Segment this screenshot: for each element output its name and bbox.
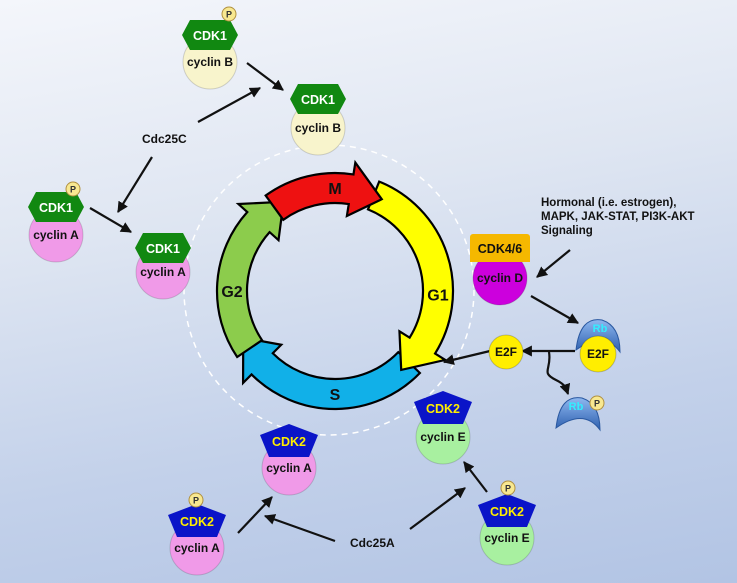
cyclin-label: cyclin E	[420, 430, 465, 444]
interaction-arrow	[530, 295, 579, 324]
kinase-shape	[260, 424, 318, 457]
complex-cdk4-6-cyclin-d: cyclin D CDK4/6	[470, 234, 530, 306]
phase-label-g1: G1	[427, 288, 448, 305]
signaling-line-1: Hormonal (i.e. estrogen),	[541, 197, 677, 209]
phase-label-g2: G2	[221, 284, 242, 301]
phosphate-label: P	[193, 496, 199, 506]
phosphate-label: P	[594, 399, 600, 409]
kinase-shape	[290, 84, 346, 114]
phase-arrow-g1	[366, 180, 455, 372]
kinase-label: CDK1	[146, 242, 180, 256]
kinase-label: CDK1	[39, 201, 73, 215]
phase-arrow-g2	[215, 200, 285, 359]
kinase-shape	[414, 391, 472, 424]
interaction-arrow	[246, 62, 284, 91]
e2f-bound-shape	[579, 335, 617, 373]
kinase-shape	[478, 494, 536, 527]
kinase-shape	[182, 20, 238, 50]
cyclin-label: cyclin A	[266, 461, 312, 475]
kinase-label: CDK1	[301, 93, 335, 107]
complex-cdk2-cyclin-a: cyclin A CDK2	[260, 424, 318, 496]
rb-label: Rb	[593, 323, 608, 335]
phase-label-m: M	[328, 181, 341, 198]
cyclin-label: cyclin D	[477, 271, 523, 285]
complex-cdk2-cyclin-a: cyclin A CDK2 P	[168, 492, 226, 576]
complex-cdk1-cyclin-b: cyclin B CDK1 P	[182, 6, 238, 90]
phosphate-label: P	[226, 10, 232, 20]
rb-phosphorylated-label: Rb	[569, 401, 584, 413]
phosphate-icon	[589, 395, 605, 411]
signaling-line-2: MAPK, JAK-STAT, PI3K-AKT	[541, 211, 695, 223]
interaction-arrow	[463, 461, 488, 493]
interaction-arrow	[442, 349, 491, 366]
interaction-arrow	[536, 249, 571, 278]
kinase-label: CDK1	[193, 29, 227, 43]
kinase-label: CDK2	[490, 505, 524, 519]
cyclin-label: cyclin A	[33, 228, 79, 242]
phosphate-icon	[221, 6, 237, 22]
complex-cdk1-cyclin-a: cyclin A CDK1 P	[28, 181, 84, 263]
cyclin-label: cyclin A	[140, 265, 186, 279]
signaling-line-3: Signaling	[541, 225, 593, 237]
complex-cdk2-cyclin-e: cyclin E CDK2 P	[478, 480, 536, 566]
kinase-label: CDK2	[180, 515, 214, 529]
kinase-shape	[168, 504, 226, 537]
phosphate-label: P	[505, 484, 511, 494]
phase-arrow-m	[264, 159, 384, 222]
cdc25a-label: Cdc25A	[350, 536, 395, 550]
kinase-shape	[135, 233, 191, 263]
kinase-label: CDK4/6	[478, 242, 523, 256]
kinase-shape	[28, 192, 84, 222]
kinase-label: CDK2	[426, 402, 460, 416]
e2f-bound-label: E2F	[587, 347, 609, 361]
interaction-arrow	[237, 496, 273, 534]
phosphate-label: P	[70, 185, 76, 195]
complex-cdk1-cyclin-b: cyclin B CDK1	[290, 84, 346, 156]
interaction-arrow	[263, 514, 336, 543]
e2f-free-shape	[488, 334, 524, 370]
phosphate-icon	[188, 492, 204, 508]
signaling-label: Hormonal (i.e. estrogen), MAPK, JAK-STAT…	[541, 196, 695, 238]
e2f-free-label: E2F	[495, 345, 517, 359]
complex-cdk2-cyclin-e: cyclin E CDK2	[414, 391, 472, 465]
cyclin-label: cyclin B	[295, 121, 341, 135]
phosphate-icon	[65, 181, 81, 197]
interaction-arrow	[409, 487, 466, 530]
phase-label-s: S	[330, 387, 341, 404]
phosphate-icon	[500, 480, 516, 496]
interaction-arrow	[117, 156, 153, 213]
cyclin-label: cyclin B	[187, 55, 233, 69]
kinase-label: CDK2	[272, 435, 306, 449]
interaction-arrow	[89, 207, 132, 233]
rb-release-arrow	[546, 351, 571, 396]
interaction-arrow	[197, 87, 261, 123]
kinase-shape	[470, 234, 530, 262]
cyclin-label: cyclin E	[484, 531, 529, 545]
complex-cdk1-cyclin-a: cyclin A CDK1	[135, 233, 191, 300]
cdc25c-label: Cdc25C	[142, 132, 187, 146]
cyclin-label: cyclin A	[174, 541, 220, 555]
phase-arrow-s	[241, 336, 422, 411]
